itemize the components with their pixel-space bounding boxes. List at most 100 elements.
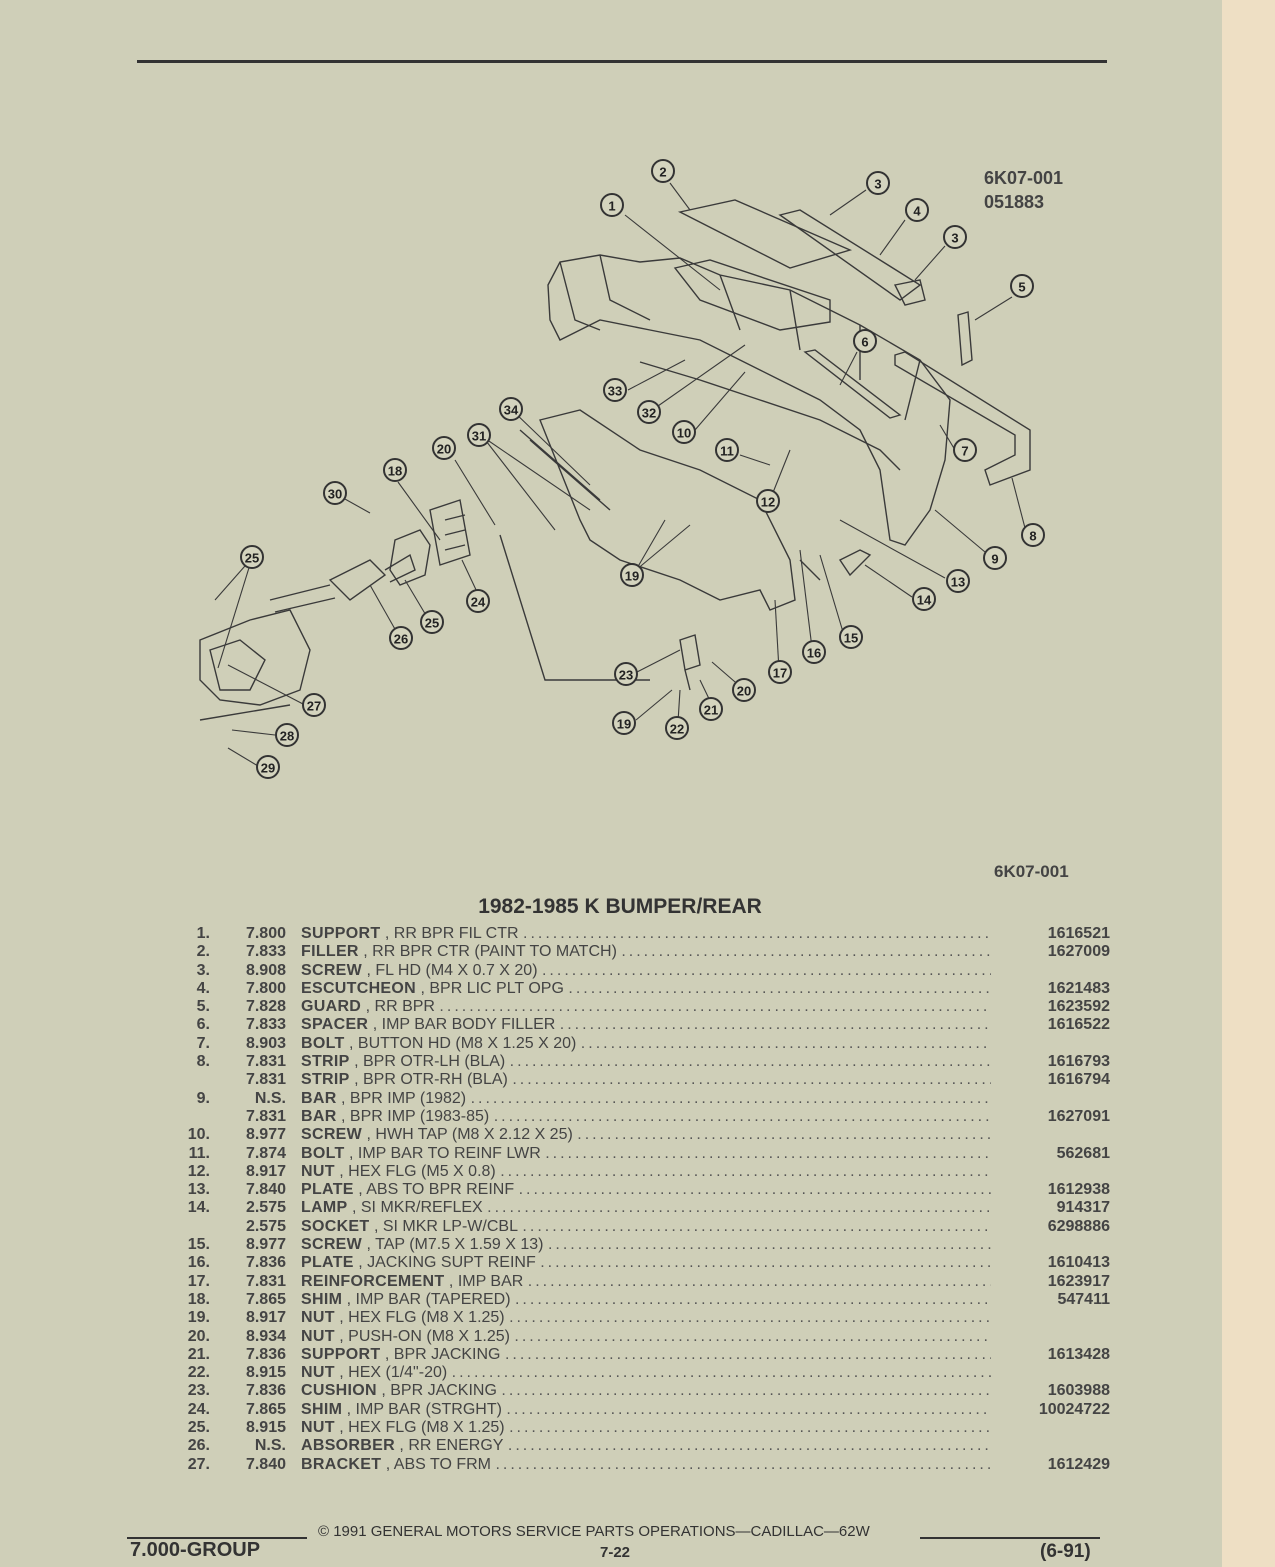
part-number: 1613428 — [1047, 1345, 1110, 1363]
svg-text:3: 3 — [874, 177, 881, 192]
callout-9: 9 — [983, 546, 1007, 570]
group-number: 7.840 — [245, 1455, 286, 1473]
part-name: BAR — [301, 1089, 337, 1107]
part-detail: , HWH TAP (M8 X 2.12 X 25) — [366, 1126, 573, 1144]
group-number: 8.903 — [245, 1034, 286, 1052]
part-description: SUPPORT , BPR JACKING ..................… — [301, 1346, 991, 1364]
part-detail: , RR BPR FIL CTR — [384, 925, 519, 942]
svg-text:24: 24 — [471, 595, 486, 610]
part-description: SCREW , TAP (M7.5 X 1.59 X 13) .........… — [301, 1236, 991, 1254]
part-name: SCREW — [301, 1126, 363, 1144]
svg-text:30: 30 — [328, 487, 342, 502]
callout-17: 17 — [768, 660, 792, 684]
part-description: SOCKET , SI MKR LP-W/CBL ...............… — [301, 1218, 991, 1236]
callout-33: 33 — [603, 378, 627, 402]
part-name: BAR — [301, 1107, 337, 1125]
part-name: SHIM — [301, 1290, 343, 1308]
part-detail: , SI MKR/REFLEX — [351, 1199, 483, 1217]
part-description: LAMP , SI MKR/REFLEX ...................… — [301, 1199, 991, 1217]
item-number: 1. — [196, 925, 210, 942]
item-number: 25. — [187, 1419, 210, 1437]
top-rule — [137, 60, 1107, 63]
part-detail: , RR ENERGY — [399, 1437, 504, 1455]
diagram-code: 6K07-001 — [984, 168, 1064, 188]
part-description: SHIM , IMP BAR (TAPERED) ...............… — [301, 1291, 991, 1309]
group-number: 7.836 — [245, 1345, 286, 1363]
svg-text:18: 18 — [388, 464, 402, 479]
leader-dots: ........................................… — [559, 1016, 991, 1034]
leader-dots: ........................................… — [506, 1400, 991, 1418]
part-name: ESCUTCHEON — [301, 979, 417, 997]
item-number: 22. — [187, 1364, 210, 1382]
guard — [957, 311, 973, 367]
part-detail: , BPR IMP (1983-85) — [341, 1107, 490, 1125]
part-detail: , HEX FLG (M5 X 0.8) — [339, 1162, 496, 1180]
part-number: 1603988 — [1047, 1382, 1110, 1400]
item-number: 8. — [196, 1053, 210, 1071]
item-number: 4. — [196, 979, 210, 997]
part-name: CUSHION — [301, 1382, 377, 1400]
part-name: SOCKET — [301, 1217, 370, 1235]
filler-panel — [677, 199, 853, 269]
part-number: 1621483 — [1047, 979, 1110, 997]
svg-text:16: 16 — [807, 646, 821, 661]
svg-text:9: 9 — [991, 552, 998, 567]
callout-29: 29 — [256, 755, 280, 779]
part-name: SCREW — [301, 961, 363, 979]
part-description: SHIM , IMP BAR (STRGHT) ................… — [301, 1401, 991, 1419]
callout-26: 26 — [389, 626, 413, 650]
svg-text:28: 28 — [280, 729, 294, 744]
svg-text:13: 13 — [951, 575, 965, 590]
item-number: 18. — [187, 1290, 210, 1308]
part-number: 1627091 — [1047, 1107, 1110, 1125]
svg-text:12: 12 — [761, 495, 775, 510]
svg-text:25: 25 — [245, 551, 259, 566]
part-description: STRIP , BPR OTR-LH (BLA) ...............… — [301, 1053, 991, 1071]
part-detail: , IMP BAR (TAPERED) — [346, 1290, 511, 1308]
item-number: 23. — [187, 1382, 210, 1400]
part-detail: , BUTTON HD (M8 X 1.25 X 20) — [349, 1034, 577, 1052]
item-number: 2. — [196, 943, 210, 961]
part-detail: , TAP (M7.5 X 1.59 X 13) — [366, 1236, 544, 1254]
leader-dots: ........................................… — [547, 1236, 991, 1254]
callout-10: 10 — [672, 420, 696, 444]
footer-rule-left — [127, 1537, 307, 1539]
svg-text:21: 21 — [704, 703, 718, 718]
part-description: SPACER , IMP BAR BODY FILLER ...........… — [301, 1016, 991, 1034]
callout-19: 19 — [612, 711, 636, 735]
part-description: BAR , BPR IMP (1983-85) ................… — [301, 1108, 991, 1126]
part-description: BOLT , IMP BAR TO REINF LWR ............… — [301, 1145, 991, 1163]
svg-text:19: 19 — [617, 717, 631, 732]
callout-7: 7 — [953, 438, 977, 462]
group-number: 2.575 — [245, 1217, 286, 1235]
leader-dots: ........................................… — [500, 1162, 991, 1180]
group-number: 7.800 — [245, 979, 286, 997]
item-number: 19. — [187, 1309, 210, 1327]
leader-dots: ........................................… — [621, 943, 991, 961]
item-number: 24. — [187, 1400, 210, 1418]
parts-row: 2.575 SOCKET , SI MKR LP-W/CBL ..........… — [150, 1218, 1110, 1236]
page-title: 1982-1985 K BUMPER/REAR — [478, 895, 762, 918]
part-number: 10024722 — [1038, 1400, 1110, 1418]
figure-id: 6K07-001 — [994, 862, 1069, 881]
leader-dots: ........................................… — [514, 1327, 991, 1345]
reinforcement — [539, 409, 796, 611]
part-detail: , IMP BAR BODY FILLER — [372, 1016, 556, 1034]
svg-text:17: 17 — [773, 666, 787, 681]
callout-8: 8 — [1021, 523, 1045, 547]
group-number: 7.840 — [245, 1181, 286, 1199]
item-number: 15. — [187, 1236, 210, 1254]
